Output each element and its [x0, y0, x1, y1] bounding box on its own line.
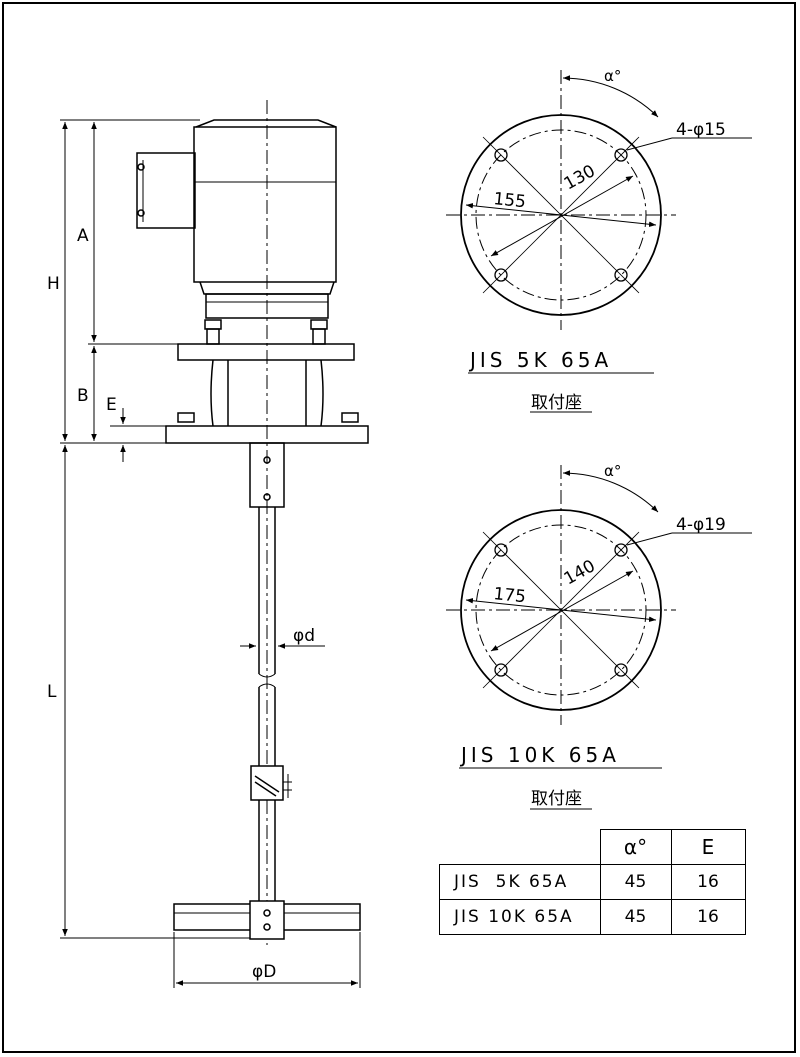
header-e: E [670, 829, 746, 865]
table-header-row: α° E [440, 829, 746, 865]
flange-5k-view [446, 70, 752, 413]
bolt-icon [341, 412, 359, 423]
pcd-label-5k: 130 [561, 161, 599, 194]
flange-subtitle-10k: 取付座 [531, 789, 582, 809]
dim-label-h: H [47, 274, 60, 294]
row-alpha: 45 [599, 864, 672, 900]
table-row: JIS 5K 65A 45 16 [439, 864, 746, 900]
alpha-label-10k: α° [604, 462, 621, 480]
bolt-hole-icon [614, 148, 628, 162]
bolt-hole-icon [614, 543, 628, 557]
row-name: JIS 10K 65A [439, 899, 601, 935]
table-row: JIS 10K 65A 45 16 [439, 899, 746, 935]
terminal-screw-icon [137, 209, 145, 217]
row-alpha: 45 [599, 899, 672, 935]
upper-flange-plate [177, 343, 355, 361]
terminal-screw-icon [137, 163, 145, 171]
bolt-icon [204, 319, 222, 330]
holes-label-10k: 4-φ19 [676, 515, 726, 535]
header-alpha: α° [599, 829, 672, 865]
dim-label-l: L [47, 682, 57, 702]
motor-body [193, 126, 337, 283]
bolt-hole-icon [494, 148, 508, 162]
row-e: 16 [670, 864, 746, 900]
alpha-label-5k: α° [604, 67, 621, 85]
dim-label-a: A [77, 226, 89, 246]
impeller-hub [249, 900, 285, 940]
shaft-coupling [249, 442, 285, 508]
bolt-hole-icon [494, 543, 508, 557]
flange-title-5k: JIS 5K 65A [468, 348, 612, 372]
agitator-side-view [60, 100, 369, 988]
outer-label-5k: 155 [492, 189, 526, 212]
flange-title-10k: JIS 10K 65A [459, 743, 620, 767]
flange-subtitle-5k: 取付座 [531, 393, 582, 413]
terminal-box [136, 152, 196, 229]
pcd-label-10k: 140 [561, 556, 599, 589]
row-name: JIS 5K 65A [439, 864, 601, 900]
dim-label-impeller-dia: φD [252, 962, 276, 982]
flange-10k-view [446, 465, 752, 810]
dim-label-b: B [77, 386, 89, 406]
bolt-icon [310, 319, 328, 330]
row-e: 16 [670, 899, 746, 935]
bolt-hole-icon [494, 268, 508, 282]
motor-flange [205, 293, 329, 319]
dim-label-shaft-dia: φd [293, 626, 315, 646]
bolt-hole-icon [494, 663, 508, 677]
dim-label-e: E [106, 395, 117, 415]
bolt-hole-icon [614, 268, 628, 282]
bolt-icon [177, 412, 195, 423]
outer-label-10k: 175 [492, 584, 526, 607]
holes-label-5k: 4-φ15 [676, 120, 726, 140]
spec-table: α° E JIS 5K 65A 45 16 JIS 10K 65A 45 16 [439, 829, 746, 935]
bolt-hole-icon [614, 663, 628, 677]
